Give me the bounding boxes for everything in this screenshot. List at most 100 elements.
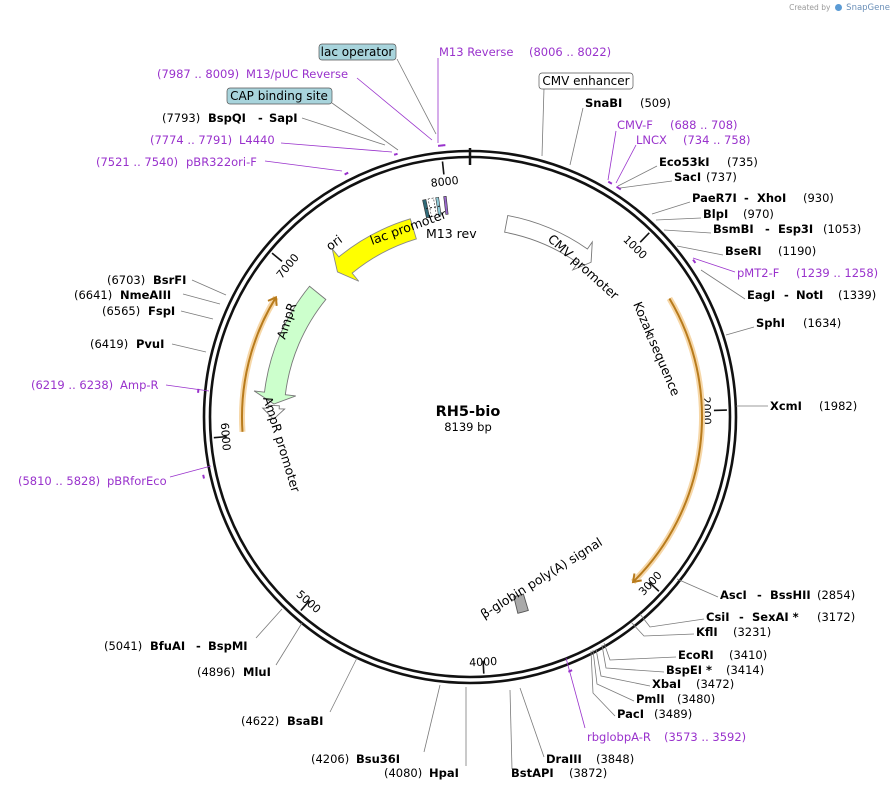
bp-tick-mark — [648, 581, 660, 592]
site-eagi-leader — [700, 269, 746, 300]
site-eco53ki-name: Eco53kI — [659, 155, 710, 169]
cap-binding-box — [226, 87, 333, 105]
primer-pbr322ori-f: pBR322ori-F (7521 .. 7540) — [96, 155, 343, 172]
site-eagi-pos: (1339) — [838, 288, 876, 302]
site-bseri-name: BseRI — [725, 244, 762, 258]
primer-m13puc-name: M13/pUC Reverse — [246, 67, 348, 81]
site-bsmbi-leader — [663, 229, 712, 234]
bp-tick-label: 8000 — [430, 174, 459, 190]
snapgene-credit: Created by SnapGene — [789, 3, 890, 13]
site-ecori-pos: (3410) — [729, 648, 767, 662]
site-kfli-pos: (3231) — [733, 625, 771, 639]
site-bsmbi-name: BsmBI — [713, 222, 754, 236]
site-bsabi-name: BsaBI — [287, 714, 323, 728]
cmv-enhancer-label: CMV enhancer — [542, 74, 629, 88]
site-bsabi: BsaBI (4622) — [241, 657, 358, 728]
site-sphi-name: SphI — [756, 316, 785, 330]
site-bseri: BseRI (1190) — [676, 244, 816, 258]
site-bfuai-dash: - — [196, 639, 201, 653]
primer-pbrforeco-leader — [169, 465, 212, 478]
site-paer7i-leader — [651, 201, 691, 215]
site-eco53ki: Eco53kI (735) — [617, 155, 758, 187]
credit-brand: SnapGene — [846, 3, 890, 13]
bp-tick-label: 4000 — [469, 655, 498, 669]
primer-cmv-f: CMV-F (688 .. 708) — [607, 118, 738, 181]
snapgene-logo-icon — [834, 4, 842, 11]
site-kfli: KflI (3231) — [630, 621, 771, 639]
feature-label-beta-globin: β-globin poly(A) signal — [478, 534, 605, 621]
site-draiii-pos: (3848) — [596, 752, 634, 766]
site-bstapi-leader — [509, 689, 513, 770]
feature-m13-rev — [443, 195, 449, 215]
site-bstapi: BstAPI (3872) — [509, 689, 607, 780]
site-bspqi-leader — [301, 117, 386, 146]
primer-pbr322ori-range: (7521 .. 7540) — [96, 155, 178, 169]
site-sphi-leader — [725, 326, 755, 336]
cap-binding-leader — [331, 102, 399, 151]
primer-amp-r-name: Amp-R — [120, 378, 159, 392]
lac-operator-box — [318, 43, 397, 61]
site-bsabi-leader — [329, 657, 358, 713]
site-asci-name: AscI — [720, 588, 747, 602]
site-eco53ki-pos: (735) — [727, 155, 758, 169]
site-bsrfi-name: BsrFI — [153, 273, 186, 287]
primer-mark — [616, 185, 622, 191]
site-paci-leader — [590, 650, 616, 717]
site-bsrfi-leader — [191, 279, 227, 296]
primer-lncx-leader — [615, 144, 637, 184]
site-blpi: BlpI (970) — [655, 207, 774, 221]
bp-tick-mark — [639, 232, 650, 243]
site-kfli-name: KflI — [696, 625, 718, 639]
site-snabi-name: SnaBI — [585, 96, 622, 110]
site-blpi-name: BlpI — [703, 207, 728, 221]
lac-dash-line — [425, 205, 441, 210]
site-bsu36i: Bsu36I (4206) — [311, 684, 441, 766]
orange-arc-line — [632, 297, 703, 583]
site-saci: SacI (737) — [619, 170, 737, 189]
site-blpi-leader — [655, 217, 702, 221]
site-bspei-pos: (3414) — [726, 663, 764, 677]
primer-m13-reverse: M13 Reverse (8006 .. 8022) — [437, 45, 611, 143]
site-bsshii-name: BssHII — [770, 588, 811, 602]
primer-rbglobpa-leader — [565, 657, 586, 729]
site-mlui-leader — [275, 622, 303, 666]
site-nmeaiii: NmeAIII (6641) — [74, 288, 221, 305]
site-hpai: HpaI (4080) — [384, 687, 467, 780]
bp-tick-mark — [482, 660, 485, 674]
site-bspei-name: BspEI * — [666, 663, 712, 677]
site-draiii-leader — [519, 687, 545, 758]
bp-tick-mark — [300, 600, 311, 612]
site-pvui-name: PvuI — [136, 337, 164, 351]
site-pvui-leader — [171, 343, 207, 353]
primer-rbglobpa-r: rbglobpA-R (3573 .. 3592) — [565, 657, 746, 744]
site-pmli-leader — [592, 649, 635, 702]
site-asci-bsshii: AscI - BssHII (2854) — [676, 578, 855, 602]
primer-l4440-range: (7774 .. 7791) — [150, 133, 232, 147]
primer-pmt2-f: pMT2-F (1239 .. 1258) — [692, 257, 878, 280]
site-eagi-dash: - — [784, 288, 789, 302]
site-kfli-leader — [630, 621, 695, 637]
feature-cap-binding — [422, 199, 430, 219]
primer-amp-r-leader — [165, 384, 210, 392]
bp-tick-mark — [213, 435, 227, 439]
site-bsrfi-pos: (6703) — [107, 273, 145, 287]
site-saci-name: SacI — [674, 170, 701, 184]
site-mlui-name: MluI — [243, 665, 271, 679]
site-xbai-pos: (3472) — [696, 677, 734, 691]
primers: M13 Reverse (8006 .. 8022) M13/pUC Rever… — [18, 45, 878, 744]
site-hpai-pos: (4080) — [384, 766, 422, 780]
site-fspi: FspI (6565) — [102, 304, 214, 320]
site-ecori-leader — [603, 642, 677, 661]
site-xbai-leader — [595, 648, 651, 687]
site-paer7i-name: PaeR7I — [692, 191, 737, 205]
feature-kozak — [645, 333, 654, 340]
primer-pbr322ori-leader — [264, 160, 343, 172]
site-ecori: EcoRI (3410) — [603, 642, 767, 662]
orange-arc-head — [267, 295, 278, 306]
plasmid-name: RH5-bio — [436, 404, 501, 420]
site-eagi-name: EagI — [747, 288, 775, 302]
site-noti-name: NotI — [796, 288, 823, 302]
site-mlui-pos: (4896) — [197, 665, 235, 679]
site-bfuai-leader — [255, 608, 283, 639]
